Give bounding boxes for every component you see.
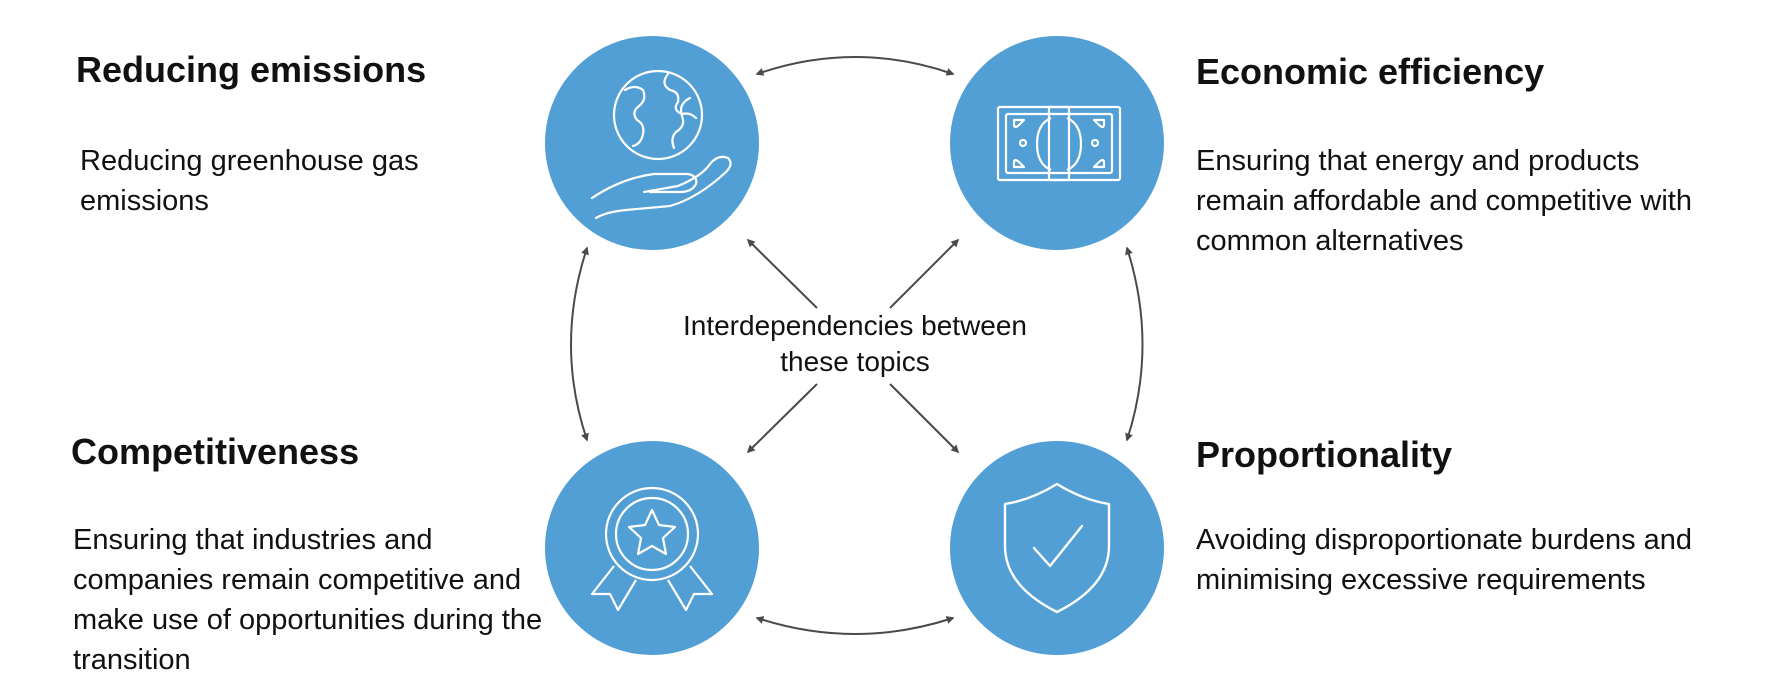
arrow-center-top-left	[746, 238, 818, 309]
node-proportionality	[950, 441, 1164, 655]
globe-hand-icon	[590, 69, 732, 220]
arrow-center-top-right	[889, 238, 960, 309]
node-economic-efficiency	[950, 36, 1164, 250]
arrow-center-bottom-right	[889, 383, 960, 454]
desc-proportionality: Avoiding disproportionate burdens and mi…	[1196, 524, 1693, 596]
desc-competitiveness: Ensuring that industries and companies r…	[73, 524, 543, 676]
node-reducing-emissions	[545, 36, 759, 250]
title-economic-efficiency: Economic efficiency	[1196, 51, 1545, 92]
arrow-top	[755, 56, 955, 76]
arrow-right	[1125, 246, 1144, 442]
arrow-center-bottom-left	[746, 383, 818, 454]
desc-economic-efficiency: Ensuring that energy and products remain…	[1196, 145, 1692, 257]
banknote-icon	[996, 105, 1122, 182]
title-competitiveness: Competitiveness	[71, 431, 360, 472]
arrow-left	[570, 246, 589, 442]
title-reducing-emissions: Reducing emissions	[76, 49, 427, 90]
shield-check-icon	[1003, 482, 1111, 614]
desc-reducing-emissions: Reducing greenhouse gas emissions	[80, 145, 419, 217]
title-proportionality: Proportionality	[1196, 434, 1453, 475]
center-label: Interdependencies between these topics	[682, 310, 1028, 377]
award-star-icon	[590, 486, 714, 612]
arrow-bottom	[755, 616, 955, 635]
node-competitiveness	[545, 441, 759, 655]
